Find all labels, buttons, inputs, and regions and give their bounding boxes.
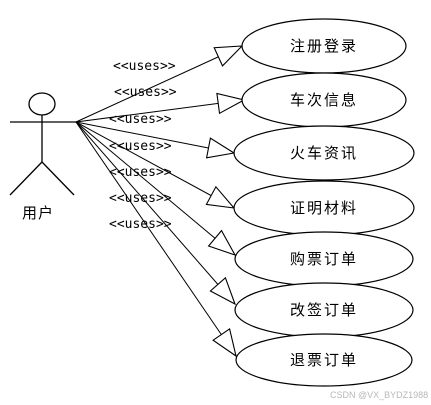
- use-case-label: 火车资讯: [290, 144, 358, 162]
- association-line: [75, 121, 236, 256]
- association-line: [75, 121, 235, 154]
- use-case-label: 改签订单: [290, 301, 358, 319]
- associations: [75, 45, 246, 358]
- actor-label: 用户: [22, 204, 54, 222]
- actor-left-leg: [9, 161, 43, 196]
- relation-labels: <<uses>> <<uses>> <<uses>> <<uses>> <<uses>>…: [109, 59, 177, 232]
- arrowhead: [212, 327, 237, 358]
- uses-label: <<uses>>: [109, 191, 172, 206]
- uses-label: <<uses>>: [113, 59, 176, 74]
- actor-figure: [9, 92, 78, 196]
- association-line: [75, 99, 245, 123]
- use-case-label: 退票订单: [290, 351, 358, 369]
- actor-head: [28, 92, 56, 116]
- arrowhead: [205, 185, 236, 209]
- use-case-label: 证明材料: [290, 199, 358, 217]
- association-line: [75, 121, 235, 209]
- use-case-label: 注册登录: [290, 37, 358, 55]
- arrowhead: [207, 229, 237, 256]
- use-case-label: 购票订单: [290, 250, 358, 268]
- use-case-ellipse[interactable]: [233, 125, 415, 181]
- association-line: [75, 45, 243, 123]
- arrowhead: [213, 45, 244, 67]
- arrowhead: [205, 137, 236, 159]
- association-line: [75, 121, 237, 357]
- uses-label: <<uses>>: [109, 139, 172, 154]
- uses-label: <<uses>>: [109, 112, 172, 127]
- actor-right-leg: [41, 161, 75, 196]
- watermark: CSDN @VX_BYDZ1988: [330, 390, 428, 400]
- use-case-label: 车次信息: [290, 91, 358, 109]
- uses-label: <<uses>>: [109, 165, 172, 180]
- uses-label: <<uses>>: [114, 85, 177, 100]
- uses-label: <<uses>>: [109, 217, 172, 232]
- use-case-ellipse[interactable]: [235, 333, 413, 387]
- arrowhead: [216, 92, 246, 115]
- association-line: [75, 121, 236, 305]
- arrowhead: [209, 276, 237, 306]
